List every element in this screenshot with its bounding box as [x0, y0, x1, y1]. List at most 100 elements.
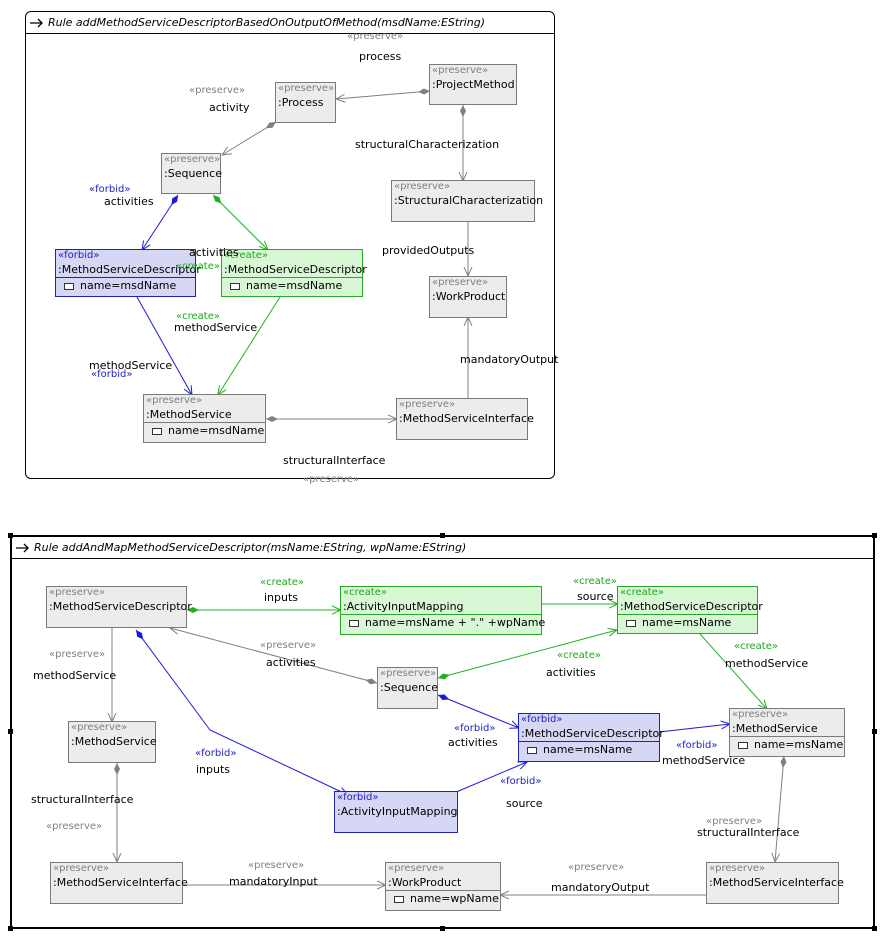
node-stereotype: «preserve»: [399, 399, 456, 410]
node-name: :MethodServiceDescriptor: [224, 263, 367, 276]
edge-stereotype: «preserve»: [46, 821, 103, 832]
selection-handle[interactable]: [872, 729, 877, 734]
rule2-title: Rule addAndMapMethodServiceDescriptor(ms…: [34, 541, 467, 554]
node-activity-input-mapping-forbid[interactable]: «forbid» :ActivityInputMapping: [334, 791, 458, 833]
edge-stereotype: «create»: [573, 576, 617, 587]
edge-label: source: [506, 797, 543, 810]
node-attribute: name=msdName: [56, 277, 195, 293]
rule1-title: Rule addMethodServiceDescriptorBasedOnOu…: [48, 16, 486, 29]
edge-activities-forbid-r2: [437, 695, 519, 728]
edge-stereotype: «create»: [176, 261, 220, 272]
attribute-text: name=msName + "." +wpName: [365, 616, 546, 629]
attribute-icon: [64, 282, 74, 290]
edge-activity: [222, 121, 277, 155]
attribute-icon: [527, 746, 537, 754]
node-process[interactable]: «preserve» :Process: [275, 82, 336, 123]
node-method-service-interface[interactable]: «preserve» :MethodServiceInterface: [396, 398, 534, 440]
selection-handle[interactable]: [872, 926, 877, 931]
node-name: :WorkProduct: [432, 290, 506, 303]
node-name: :MethodServiceInterface: [53, 876, 188, 889]
node-name: :MethodServiceInterface: [709, 876, 844, 889]
selection-handle[interactable]: [440, 533, 445, 538]
node-attribute: name=msName: [618, 614, 757, 630]
edge-stereotype: «preserve»: [49, 649, 106, 660]
edge-stereotype: «forbid»: [500, 776, 542, 787]
node-msi-left[interactable]: «preserve» :MethodServiceInterface: [50, 862, 188, 904]
edge-stereotype: «forbid»: [454, 723, 496, 734]
node-name: :ActivityInputMapping: [343, 600, 464, 613]
selection-handle[interactable]: [8, 729, 13, 734]
rule-arrow-icon: [16, 543, 29, 552]
edge-label: inputs: [264, 591, 299, 604]
edge-label: activities: [266, 656, 316, 669]
rule1-frame[interactable]: Rule addMethodServiceDescriptorBasedOnOu…: [25, 11, 555, 479]
rule-arrow-icon: [30, 18, 43, 27]
node-sequence[interactable]: «preserve» :Sequence: [161, 153, 222, 194]
edge-stereotype: «preserve»: [189, 85, 246, 96]
selection-handle[interactable]: [872, 533, 877, 538]
node-stereotype: «preserve»: [71, 722, 128, 733]
node-stereotype: «preserve»: [53, 863, 110, 874]
node-msd-create[interactable]: «create» :MethodServiceDescriptor name=m…: [221, 249, 367, 297]
node-msd-forbid[interactable]: «forbid» :MethodServiceDescriptor name=m…: [55, 249, 201, 297]
node-stereotype: «forbid»: [521, 714, 563, 725]
node-msd-preserve[interactable]: «preserve» :MethodServiceDescriptor: [46, 586, 192, 628]
node-msd-forbid-r2[interactable]: «forbid» :MethodServiceDescriptor name=m…: [518, 713, 664, 762]
edge-label: structuralCharacterization: [355, 138, 500, 151]
edge-label: activities: [448, 736, 498, 749]
node-stereotype: «preserve»: [146, 395, 203, 406]
attribute-icon: [626, 619, 636, 627]
node-structural-characterization[interactable]: «preserve» :StructuralCharacterization: [391, 180, 544, 222]
node-work-product-r2[interactable]: «preserve» :WorkProduct name=wpName: [385, 862, 501, 911]
edge-method-service-create: [218, 296, 281, 395]
node-msi-right[interactable]: «preserve» :MethodServiceInterface: [706, 862, 844, 904]
edge-activities-create-r2: [437, 630, 617, 678]
node-attribute: name=msName: [519, 741, 659, 757]
rule2-title-bar: Rule addAndMapMethodServiceDescriptor(ms…: [12, 537, 873, 559]
selection-handle[interactable]: [8, 926, 13, 931]
node-name: :WorkProduct: [388, 876, 462, 889]
node-sequence-r2[interactable]: «preserve» :Sequence: [377, 667, 438, 709]
edge-label: inputs: [196, 763, 231, 776]
node-activity-input-mapping-create[interactable]: «create» :ActivityInputMapping name=msNa…: [340, 586, 546, 635]
edge-stereotype: «preserve»: [347, 31, 404, 42]
edge-stereotype: «preserve»: [260, 640, 317, 651]
node-method-service-right[interactable]: «preserve» :MethodService name=msName: [729, 708, 845, 757]
edge-label: mandatoryInput: [229, 875, 318, 888]
edge-stereotype: «forbid»: [676, 740, 718, 751]
edge-label: methodService: [662, 754, 746, 767]
edge-stereotype: «create»: [260, 577, 304, 588]
node-stereotype: «preserve»: [732, 709, 789, 720]
attribute-text: name=msdName: [246, 279, 343, 292]
node-name: :MethodServiceDescriptor: [49, 600, 192, 613]
node-project-method[interactable]: «preserve» :ProjectMethod: [429, 64, 517, 105]
edge-method-service-create-r2: [699, 633, 767, 709]
node-name: :MethodServiceDescriptor: [58, 263, 201, 276]
node-stereotype: «create»: [343, 587, 387, 598]
node-work-product[interactable]: «preserve» :WorkProduct: [429, 276, 507, 318]
edge-structural-interface-right: [775, 755, 784, 862]
edge-label: activities: [189, 246, 239, 259]
node-stereotype: «create»: [620, 587, 664, 598]
edge-label: providedOutputs: [382, 244, 475, 257]
node-stereotype: «preserve»: [709, 863, 766, 874]
node-name: :MethodService: [732, 722, 818, 735]
edge-method-service-forbid-r2: [658, 724, 730, 733]
node-stereotype: «preserve»: [164, 154, 221, 165]
edge-activities-forbid: [142, 194, 179, 250]
node-name: :StructuralCharacterization: [394, 194, 544, 207]
node-stereotype: «preserve»: [432, 65, 489, 76]
node-msd-create-r2[interactable]: «create» :MethodServiceDescriptor name=m…: [617, 586, 763, 634]
attribute-icon: [394, 895, 404, 903]
node-stereotype: «create»: [224, 250, 268, 261]
edge-stereotype: «forbid»: [89, 184, 131, 195]
selection-handle[interactable]: [8, 533, 13, 538]
node-method-service[interactable]: «preserve» :MethodService name=msdName: [143, 394, 266, 443]
edge-stereotype: «preserve»: [303, 474, 360, 485]
node-method-service-left[interactable]: «preserve» :MethodService: [68, 721, 157, 763]
edge-label: methodService: [33, 669, 117, 682]
attribute-text: name=msName: [642, 616, 732, 629]
node-stereotype: «forbid»: [58, 250, 100, 261]
selection-handle[interactable]: [440, 926, 445, 931]
node-name: :ActivityInputMapping: [337, 805, 458, 818]
